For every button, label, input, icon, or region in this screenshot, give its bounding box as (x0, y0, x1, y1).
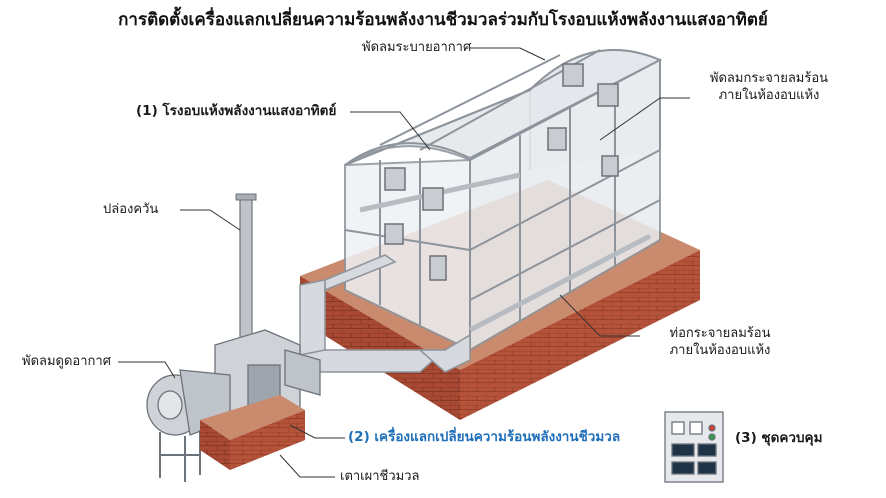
control-cabinet (664, 411, 724, 483)
leader-lines (118, 47, 690, 478)
fan-units (384, 63, 619, 281)
label-duct-line1: ท่อกระจายลมร้อน (669, 326, 771, 341)
label-hot-air-duct: ท่อกระจายลมร้อน ภายในห้องอบแห้ง (645, 325, 795, 359)
label-solar-dryer: (1) โรงอบแห้งพลังงานแสงอาทิตย์ (136, 103, 337, 119)
label-circulation-fan: พัดลมกระจายลมร้อน ภายในห้องอบแห้ง (694, 70, 844, 104)
page-title: การติดตั้งเครื่องแลกเปลี่ยนความร้อนพลังง… (118, 10, 768, 30)
chimney (235, 193, 257, 339)
label-duct-line2: ภายในห้องอบแห้ง (669, 343, 771, 358)
label-circulation-fan-line2: ภายในห้องอบแห้ง (718, 88, 820, 103)
label-exhaust-fan: พัดลมระบายอากาศ (362, 40, 472, 55)
label-heat-exchanger: (2) เครื่องแลกเปลี่ยนความร้อนพลังงานชีวม… (348, 429, 621, 445)
label-furnace: เตาเผาชีวมวล (340, 469, 420, 484)
hot-air-duct (299, 254, 471, 373)
label-intake-fan: พัดลมดูดอากาศ (22, 354, 111, 369)
furnace-brick-base (200, 395, 305, 470)
fan-stand (159, 430, 201, 482)
label-chimney: ปล่องควัน (103, 202, 159, 217)
label-control-set: (3) ชุดควบคุม (735, 430, 823, 446)
label-circulation-fan-line1: พัดลมกระจายลมร้อน (709, 71, 829, 86)
